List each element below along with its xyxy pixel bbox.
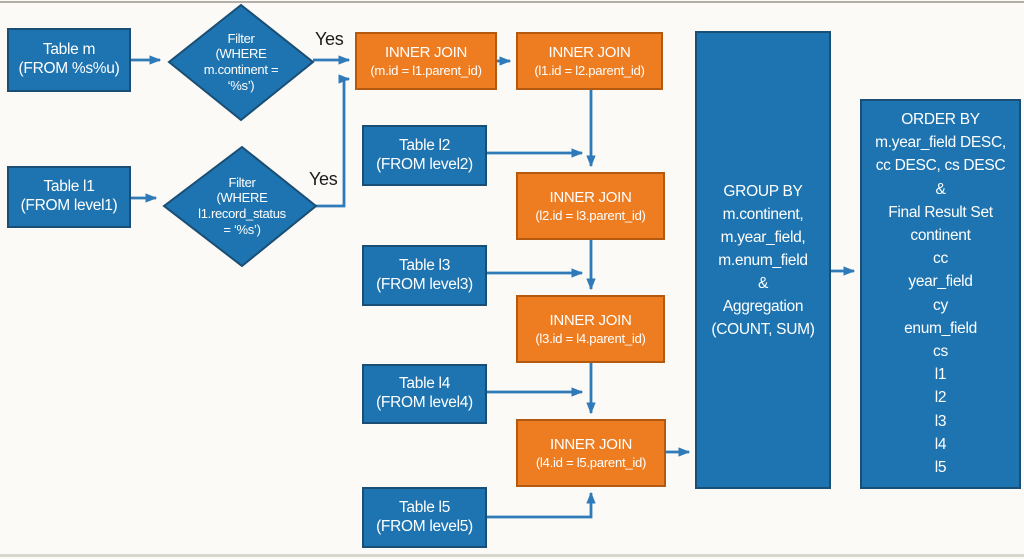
text-line: ‘%s’) <box>227 77 255 93</box>
filter-l1-diamond-shape <box>162 145 318 268</box>
text-line: Aggregation <box>722 297 804 315</box>
text-line: INNER JOIN <box>384 44 467 61</box>
text-line: l1.record_status <box>198 206 286 221</box>
text-line: (FROM %s%u) <box>18 60 120 77</box>
text-line: (FROM level4) <box>376 394 473 411</box>
node-inner-join-l2-l3: INNER JOIN(l2.id = l3.parent_id) <box>516 172 665 240</box>
text-line: m.continent = <box>203 62 279 77</box>
text-line: INNER JOIN <box>549 189 632 206</box>
text-line: cy <box>933 296 948 314</box>
node-table-m: Table m(FROM %s%u) <box>7 28 131 92</box>
text-line: l2 <box>934 389 947 407</box>
text-line: (l2.id = l3.parent_id) <box>535 207 646 223</box>
text-line: Table l4 <box>398 375 451 393</box>
node-table-l2: Table l2(FROM level2) <box>362 125 487 186</box>
node-table-l4: Table l4(FROM level4) <box>362 364 487 424</box>
text-line: year_field <box>908 273 973 291</box>
label-yes-bottom: Yes <box>309 169 338 189</box>
text-line: Final Result Set <box>888 203 993 221</box>
text-line: Table l2 <box>398 136 451 154</box>
label-yes-top: Yes <box>315 29 344 49</box>
text-line: cc DESC, cs DESC <box>875 157 1006 175</box>
text-line: enum_field <box>904 319 977 337</box>
text-line: cc <box>933 250 948 268</box>
text-line: l1 <box>934 366 947 384</box>
text-line: ORDER BY <box>901 111 980 128</box>
text-line: (l4.id = l5.parent_id) <box>535 454 647 470</box>
node-table-l1: Table l1(FROM level1) <box>7 166 131 228</box>
text-line: = ‘%s’) <box>223 221 261 237</box>
text-line: Table m <box>42 41 96 59</box>
text-line: GROUP BY <box>723 182 803 200</box>
text-line: l3 <box>934 412 947 430</box>
top-rule <box>0 1 1024 3</box>
text-line: l4 <box>934 435 947 453</box>
text-line: continent <box>910 227 971 245</box>
text-line: Filter <box>227 30 255 46</box>
text-line: Filter <box>228 174 256 190</box>
text-line: (m.id = l1.parent_id) <box>370 62 482 78</box>
text-line: Table l1 <box>43 178 95 196</box>
text-line: INNER JOIN <box>548 44 631 61</box>
node-table-l3: Table l3(FROM level3) <box>362 245 487 306</box>
text-line: (WHERE <box>216 190 268 206</box>
node-inner-join-l1-l2: INNER JOIN(l1.id = l2.parent_id) <box>516 32 663 90</box>
text-line: (l3.id = l4.parent_id) <box>535 330 646 346</box>
text-line: l5 <box>934 459 947 477</box>
text-line: Table l5 <box>398 498 451 516</box>
filter-m-diamond-shape <box>167 3 315 122</box>
text-line: & <box>935 180 946 198</box>
text-line: (FROM level1) <box>20 197 118 214</box>
text-line: & <box>757 274 769 292</box>
text-line: (COUNT, SUM) <box>711 320 815 338</box>
text-line: (WHERE <box>215 46 267 62</box>
text-line: m.year_field DESC, <box>875 134 1006 152</box>
text-line: m.year_field, <box>720 228 806 246</box>
text-line: m.continent, <box>722 205 804 223</box>
bottom-rule <box>0 554 1024 557</box>
text-line: INNER JOIN <box>549 436 632 453</box>
node-table-l5: Table l5(FROM level5) <box>362 487 487 548</box>
text-line: m.enum_field <box>718 251 808 269</box>
text-line: (FROM level3) <box>376 275 473 293</box>
text-line: INNER JOIN <box>549 312 632 329</box>
arrow-filter-l1-yes-to-join1 <box>316 74 351 208</box>
text-line: Table l3 <box>398 256 451 274</box>
node-inner-join-m-l1: INNER JOIN(m.id = l1.parent_id) <box>355 32 497 90</box>
node-inner-join-l3-l4: INNER JOIN(l3.id = l4.parent_id) <box>516 295 665 363</box>
text-line: cs <box>933 343 948 361</box>
text-line: (l1.id = l2.parent_id) <box>534 62 645 78</box>
node-order-by: ORDER BY m.year_field DESC, cc DESC, cs DE… <box>860 99 1021 489</box>
node-group-by: GROUP BY m.continent, m.year_field, m.enum_… <box>695 31 831 489</box>
arrow-table-l5-to-join5 <box>487 491 596 519</box>
text-line: (FROM level2) <box>376 155 473 173</box>
node-inner-join-l4-l5: INNER JOIN(l4.id = l5.parent_id) <box>516 419 666 487</box>
text-line: (FROM level5) <box>376 517 473 535</box>
